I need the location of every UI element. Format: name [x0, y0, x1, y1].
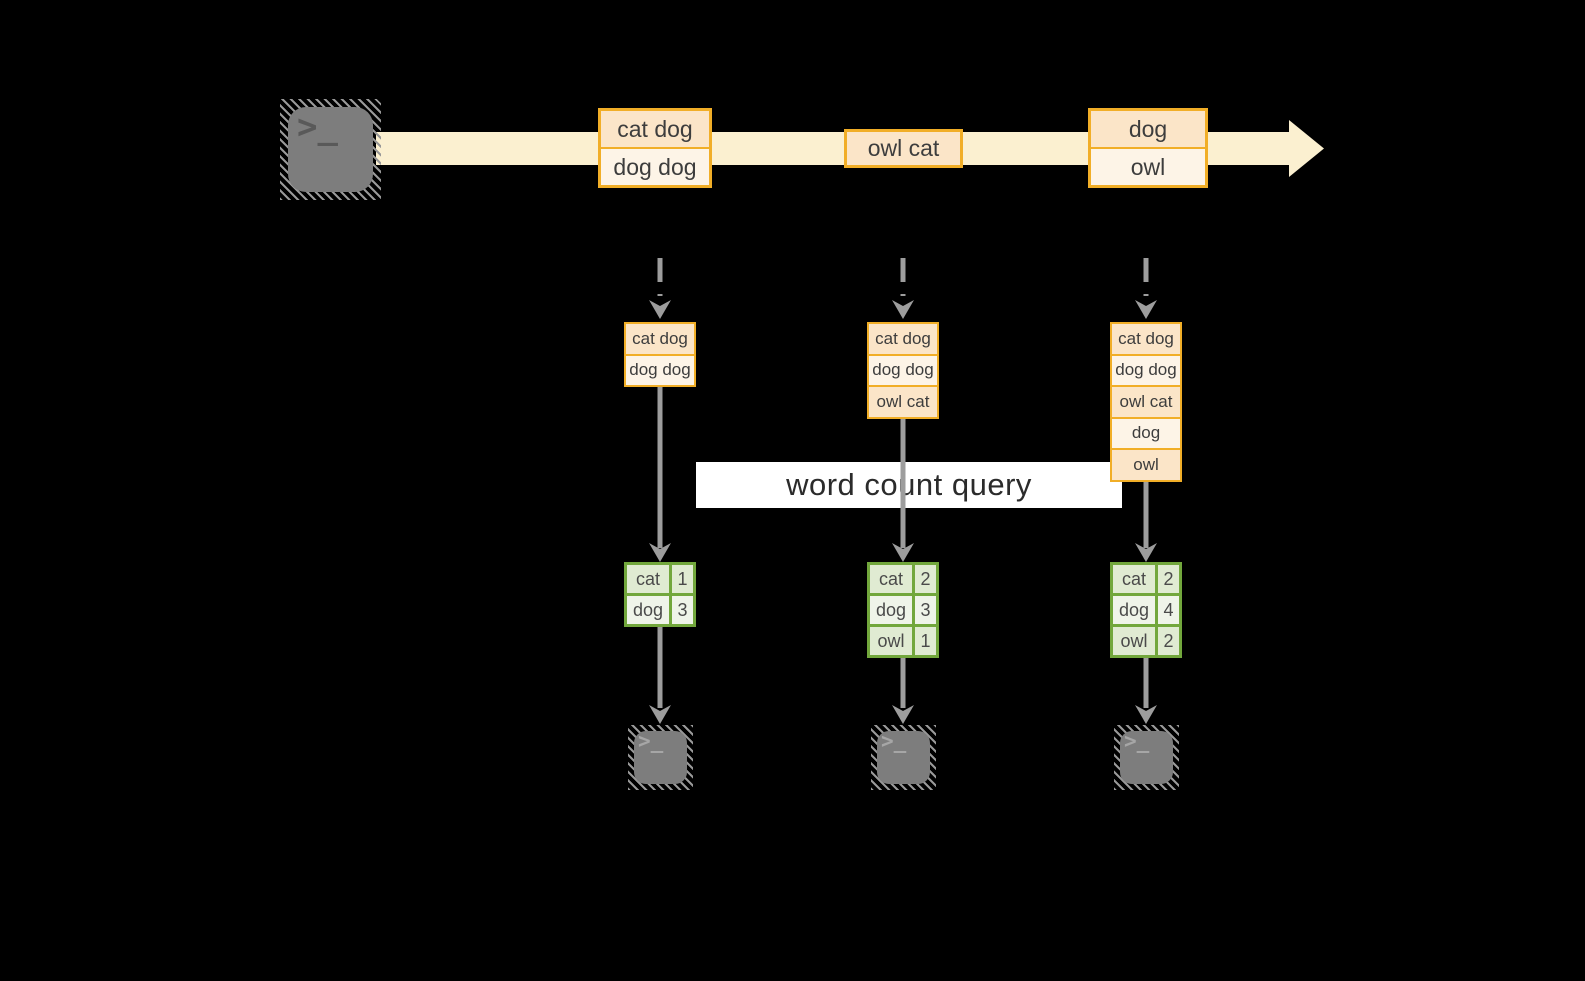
- terminal-prompt-glyph: >_: [881, 729, 907, 753]
- word-cell: dog: [870, 596, 912, 624]
- down-arrowhead-icon: [1135, 300, 1157, 319]
- count-cell: 2: [1158, 565, 1179, 593]
- record: cat dog: [601, 111, 709, 147]
- record: dog: [1112, 418, 1180, 448]
- sink-arrows: [657, 627, 1149, 708]
- record: owl cat: [847, 132, 960, 165]
- query-arrows: [657, 386, 1149, 548]
- record: owl: [1112, 450, 1180, 480]
- timeline-batch-1: cat dog dog dog: [598, 108, 712, 188]
- dashed-arrowheads: [649, 300, 1157, 319]
- terminal-prompt-glyph: >_: [1124, 729, 1150, 753]
- count-table-2: cat 2 dog 3 owl 1: [867, 562, 939, 658]
- terminal-screen: [1120, 731, 1173, 784]
- down-arrowhead-icon: [892, 543, 914, 562]
- record: dog: [1091, 111, 1205, 147]
- terminal-prompt-glyph: >_: [297, 107, 338, 147]
- terminal-screen: [288, 107, 373, 192]
- stream-arrowhead-icon: [1289, 120, 1324, 177]
- down-arrowhead-icon: [649, 300, 671, 319]
- down-arrowhead-icon: [649, 543, 671, 562]
- down-arrowhead-icon: [892, 705, 914, 724]
- count-table-1: cat 1 dog 3: [624, 562, 696, 627]
- record: dog dog: [869, 355, 937, 385]
- record: dog dog: [626, 355, 694, 385]
- word-cell: dog: [627, 596, 669, 624]
- count-cell: 1: [672, 565, 693, 593]
- down-arrowhead-icon: [1135, 705, 1157, 724]
- word-cell: cat: [627, 565, 669, 593]
- terminal-prompt-glyph: >_: [638, 729, 664, 753]
- word-cell: cat: [870, 565, 912, 593]
- count-cell: 1: [915, 627, 936, 655]
- record: cat dog: [626, 324, 694, 354]
- source-terminal-icon: >_: [280, 99, 381, 200]
- word-cell: cat: [1113, 565, 1155, 593]
- record: cat dog: [1112, 324, 1180, 354]
- down-arrowhead-icon: [649, 705, 671, 724]
- down-arrowhead-icon: [892, 300, 914, 319]
- count-cell: 3: [672, 596, 693, 624]
- buffer-stack-3: cat dog dog dog owl cat dog owl: [1110, 322, 1182, 482]
- count-table-3: cat 2 dog 4 owl 2: [1110, 562, 1182, 658]
- down-arrowhead-icon: [1135, 543, 1157, 562]
- terminal-screen: [634, 731, 687, 784]
- record: owl cat: [1112, 387, 1180, 417]
- word-cell: owl: [1113, 627, 1155, 655]
- sink-terminal-icon-3: >_: [1114, 725, 1179, 790]
- word-cell: dog: [1113, 596, 1155, 624]
- count-cell: 2: [915, 565, 936, 593]
- record: owl cat: [869, 387, 937, 417]
- dashed-arrows: [657, 258, 1149, 296]
- record: owl: [1091, 149, 1205, 185]
- timeline-batch-3: dog owl: [1088, 108, 1208, 188]
- timeline-batch-2: owl cat: [844, 129, 963, 168]
- query-arrowheads: [649, 543, 1157, 562]
- word-count-query-banner: word count query: [696, 462, 1122, 508]
- record: dog dog: [601, 149, 709, 185]
- sink-terminal-icon-1: >_: [628, 725, 693, 790]
- buffer-stack-1: cat dog dog dog: [624, 322, 696, 387]
- count-cell: 4: [1158, 596, 1179, 624]
- buffer-stack-2: cat dog dog dog owl cat: [867, 322, 939, 419]
- record: dog dog: [1112, 355, 1180, 385]
- word-cell: owl: [870, 627, 912, 655]
- sink-arrowheads: [649, 705, 1157, 724]
- terminal-screen: [877, 731, 930, 784]
- count-cell: 3: [915, 596, 936, 624]
- count-cell: 2: [1158, 627, 1179, 655]
- query-banner-label: word count query: [786, 467, 1032, 502]
- sink-terminal-icon-2: >_: [871, 725, 936, 790]
- record: cat dog: [869, 324, 937, 354]
